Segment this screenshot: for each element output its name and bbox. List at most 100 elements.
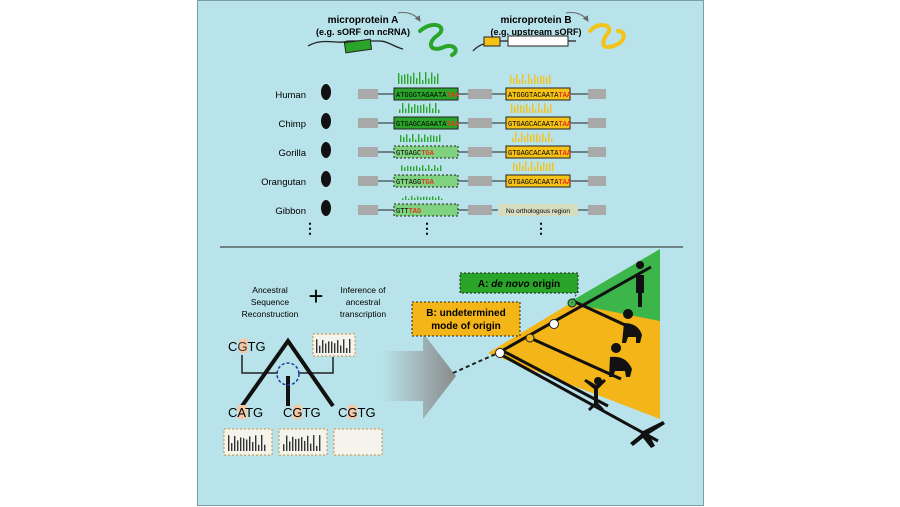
expression-bar-b (535, 109, 537, 113)
expression-bar-a (422, 165, 424, 171)
expression-bar (340, 345, 342, 353)
exon-block (468, 147, 492, 157)
expression-bar-a (436, 136, 438, 142)
expression-bar (316, 339, 318, 353)
exon-block (358, 176, 378, 186)
ancestral-tree (240, 337, 335, 408)
expression-bar-b (537, 77, 539, 84)
expression-bar-a (439, 134, 441, 142)
expression-bar (307, 435, 309, 451)
expression-bar-b (550, 103, 552, 113)
species-name: Orangutan (261, 177, 306, 188)
expression-bar (240, 437, 242, 451)
expression-bar-a (398, 73, 400, 84)
expression-bar-a (420, 105, 422, 113)
arrow-to-protein-b (565, 12, 589, 22)
expression-bar-a (410, 76, 412, 84)
expression-bar-a (440, 165, 442, 171)
expression-bar-a (432, 196, 434, 200)
expression-bar (322, 339, 324, 353)
expression-bar (295, 439, 297, 451)
expression-bar-a (422, 80, 424, 84)
expression-bar-b (533, 133, 535, 142)
expression-bar-a (401, 75, 403, 84)
expression-bar-b (516, 74, 518, 84)
expression-bar-a (435, 197, 437, 200)
sorf-a-region (393, 203, 459, 217)
sorf-a-sequence: GTGAGCTGA (396, 150, 435, 158)
expression-bar-a (418, 134, 420, 142)
sorf-a-region (393, 116, 459, 130)
species-silhouette-icon (321, 84, 331, 100)
expression-bar-a (434, 165, 436, 171)
expression-bar-a (421, 138, 423, 142)
expression-bar-a (420, 197, 422, 200)
leaf-highlight (238, 405, 247, 419)
expression-bar-a (409, 138, 411, 142)
expression-bar-a (412, 134, 414, 142)
expression-bar-a (429, 197, 431, 200)
leaf-highlight (348, 405, 357, 419)
label-b-line2: mode of origin (431, 321, 500, 332)
expression-bar-a (402, 103, 404, 113)
expression-bar (328, 341, 330, 353)
microprotein-b-header: microprotein B (e.g. upstream sORF) (472, 12, 626, 52)
phylogeny-section: A: de novo origin B: undetermined mode o… (411, 249, 665, 448)
expression-bar-b (525, 80, 527, 84)
expression-bar-a (441, 198, 443, 200)
expression-bar (331, 341, 333, 353)
expression-bar-a (408, 198, 410, 200)
microprotein-b-subtitle: (e.g. upstream sORF) (490, 27, 581, 37)
ancestral-node-circle (276, 362, 300, 386)
label-a-text: A: de novo origin (478, 279, 560, 290)
expression-bar-b (545, 136, 547, 142)
sorf-b-sequence: GTGAGCACAATATAA (508, 150, 572, 158)
sorf-b-sequence: GTGAGCACAATATAA (508, 179, 572, 187)
expression-bar-b (540, 75, 542, 84)
exon-block (588, 89, 606, 99)
phylogeny-branches (497, 265, 659, 443)
species-name: Gorilla (279, 148, 307, 159)
ancestor-sequence: CGTG (228, 339, 266, 354)
species-name: Gibbon (275, 206, 306, 217)
expression-bar-a (410, 166, 412, 171)
exon-block (588, 118, 606, 128)
expression-bar-a (428, 78, 430, 84)
expression-bar-a (417, 105, 419, 113)
species-silhouette-icon (321, 113, 331, 129)
ancestor-expression-bars (316, 339, 351, 353)
sorf-a-box (343, 38, 373, 54)
expression-bar-a (435, 103, 437, 113)
expression-bar-b (518, 138, 520, 142)
expression-bar-b (516, 164, 518, 171)
expression-bar-b (522, 165, 524, 171)
expression-bar-b (549, 163, 551, 171)
expression-bar-a (438, 196, 440, 200)
no-ortholog-region (498, 204, 578, 216)
expression-bar-a (438, 109, 440, 113)
expression-bar-b (543, 75, 545, 84)
expression-bar-b (540, 165, 542, 171)
expression-bar-b (546, 163, 548, 171)
expression-bar-b (513, 162, 515, 171)
expression-bar-b (520, 104, 522, 113)
microprotein-a-title: microprotein A (328, 15, 399, 26)
expression-bar-b (525, 161, 527, 171)
arrow-to-protein-a (397, 12, 421, 22)
expression-bar-b (531, 78, 533, 84)
label-b-box (411, 301, 521, 337)
expression-bar-b (514, 106, 516, 113)
expression-bar-a (413, 166, 415, 171)
transition-arrow-icon (383, 333, 456, 419)
expression-bar-a (424, 134, 426, 142)
expression-bar-a (404, 74, 406, 84)
species-name: Human (275, 90, 306, 101)
expression-bar-a (407, 165, 409, 171)
exon-block (588, 205, 606, 215)
graphical-abstract-panel: microprotein A (e.g. sORF on ncRNA) micr… (197, 0, 704, 506)
